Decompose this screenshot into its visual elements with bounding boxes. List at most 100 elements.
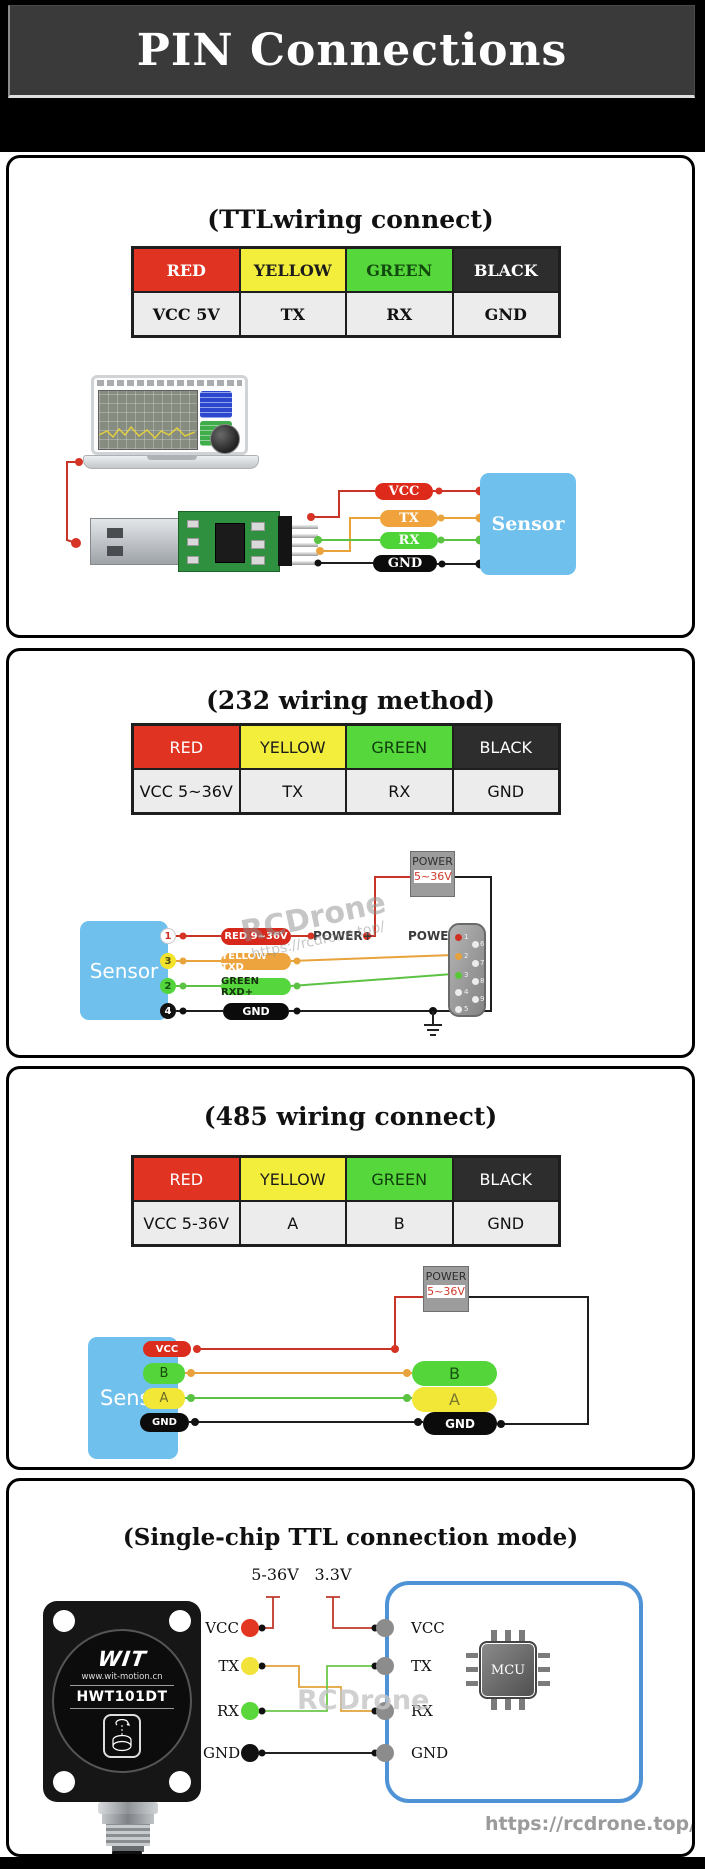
bus-pill-gnd: GND (423, 1412, 497, 1435)
mcu-pin-dot (376, 1702, 394, 1720)
power-label: POWER (408, 929, 458, 943)
value-cell-b: B (346, 1201, 453, 1245)
screw-hole (169, 1771, 191, 1793)
mcu-pin-label-vcc: VCC (411, 1619, 445, 1637)
mcu-pin-label-rx: RX (411, 1702, 433, 1720)
pill-yellow-txd: YELLOW TXD (221, 951, 291, 973)
laptop-panel-blue (200, 391, 232, 418)
pin-header (278, 516, 292, 566)
device-face: WIT www.wit-motion.cn HWT101DT (52, 1629, 192, 1773)
laptop-globe (210, 424, 240, 454)
laptop-power-wire (66, 461, 79, 544)
table-header-row: RED YELLOW GREEN BLACK (133, 725, 559, 769)
db9-pin-dot (472, 941, 479, 948)
screw-hole (53, 1610, 75, 1632)
voltage-label-5-36v: 5-36V (251, 1565, 299, 1584)
db9-pin-dot (472, 978, 479, 985)
value-cell-tx: TX (239, 292, 346, 336)
db9-pin-dot (455, 953, 462, 960)
gyro-glyph (112, 1719, 132, 1752)
bottom-bar (0, 1857, 705, 1869)
header-cell-red: RED (133, 248, 240, 292)
sensor-pill-vcc: VCC (143, 1341, 191, 1357)
db9-pin-number: 1 (464, 933, 469, 941)
db9-connector: 1 2 3 4 5 6 7 8 9 (448, 923, 486, 1017)
header-cell-green: GREEN (346, 1157, 453, 1201)
header-cell-black: BLACK (452, 1157, 559, 1201)
sensor-pin-2: 2 (160, 978, 176, 994)
tx-dot (241, 1657, 259, 1675)
adapter-pin (292, 525, 318, 529)
power-supply-box: POWER 5~36V (410, 851, 455, 897)
page-title: PIN Connections (136, 25, 568, 76)
header-cell-black: BLACK (452, 725, 559, 769)
sensor-pin-label-tx: TX (218, 1657, 239, 1675)
header-cell-red: RED (133, 1157, 240, 1201)
table-value-row: VCC 5V TX RX GND (133, 292, 559, 336)
header-cell-yellow: YELLOW (239, 1157, 346, 1201)
db9-pin-number: 8 (480, 977, 485, 985)
brand-logo: WIT (96, 1647, 148, 1671)
divider (70, 1685, 174, 1686)
laptop-notch (147, 456, 197, 460)
adapter-chip (215, 523, 245, 563)
table-header-row: RED YELLOW GREEN BLACK (133, 1157, 559, 1201)
sensor-pin-label-rx: RX (217, 1702, 239, 1720)
header-cell-green: GREEN (346, 248, 453, 292)
section-title: (485 wiring connect) (203, 1101, 498, 1131)
tx-wire (320, 517, 380, 552)
earth-ground-icon (424, 1011, 442, 1036)
mcu-pin-label-gnd: GND (411, 1744, 449, 1762)
db9-pin-number: 6 (480, 940, 485, 948)
header-cell-green: GREEN (346, 725, 453, 769)
db9-pin-dot (455, 934, 462, 941)
value-cell-gnd: GND (452, 769, 559, 813)
rx-dot (241, 1702, 259, 1720)
screw-hole (169, 1610, 191, 1632)
db9-pin-number: 7 (480, 959, 485, 967)
laptop-screen (91, 375, 248, 455)
watermark-text: RCDrone (297, 1685, 430, 1716)
adapter-pin (292, 552, 318, 556)
top-band: PIN Connections (0, 0, 705, 152)
waveform-icon (98, 425, 196, 440)
value-cell-gnd: GND (452, 1201, 559, 1245)
pill-vcc: VCC (375, 483, 433, 500)
wire-color-table: RED YELLOW GREEN BLACK VCC 5-36V A B GND (131, 1155, 561, 1247)
power-supply-box: POWER 5~36V (423, 1266, 469, 1312)
sensor-pin-label-vcc: VCC (205, 1619, 239, 1637)
pill-green-rxd: GREEN RXD+ (221, 976, 291, 998)
mcu-vcc-wire (326, 1596, 375, 1629)
section-485-wiring: (485 wiring connect) RED YELLOW GREEN BL… (6, 1066, 695, 1470)
cable-gland (98, 1802, 158, 1852)
adapter-pin (292, 561, 318, 565)
usb-plug (90, 518, 182, 565)
bus-pill-a: A (412, 1387, 497, 1412)
sensor-pin-4: 4 (160, 1003, 176, 1019)
mcu-pin-label-tx: TX (411, 1657, 432, 1675)
db9-pin-number: 5 (464, 1005, 469, 1013)
adapter-pcb (178, 511, 280, 572)
db9-pin-dot (455, 972, 462, 979)
mcu-chip-icon: MCU (466, 1630, 550, 1710)
header-cell-yellow: YELLOW (239, 248, 346, 292)
table-value-row: VCC 5-36V A B GND (133, 1201, 559, 1245)
sensor-pin-1: 1 (160, 928, 176, 944)
db9-pin-number: 2 (464, 952, 469, 960)
adapter-pin (292, 543, 318, 547)
pill-gnd: GND (223, 1003, 289, 1020)
power-plus-label: POWER+ (313, 929, 373, 943)
sensor-box: Sensor (80, 921, 168, 1020)
gyro-icon (103, 1714, 141, 1758)
db9-pin-dot (455, 989, 462, 996)
site-url: https://rcdrone.top/ (485, 1813, 695, 1835)
gnd-dot (241, 1744, 259, 1762)
db9-pin-dot (472, 996, 479, 1003)
mcu-pin-dot (376, 1619, 394, 1637)
value-cell-rx: RX (346, 769, 453, 813)
laptop-toolbar (97, 380, 242, 386)
device-model: HWT101DT (76, 1689, 168, 1705)
table-header-row: RED YELLOW GREEN BLACK (133, 248, 559, 292)
vcc-wire (311, 490, 375, 518)
